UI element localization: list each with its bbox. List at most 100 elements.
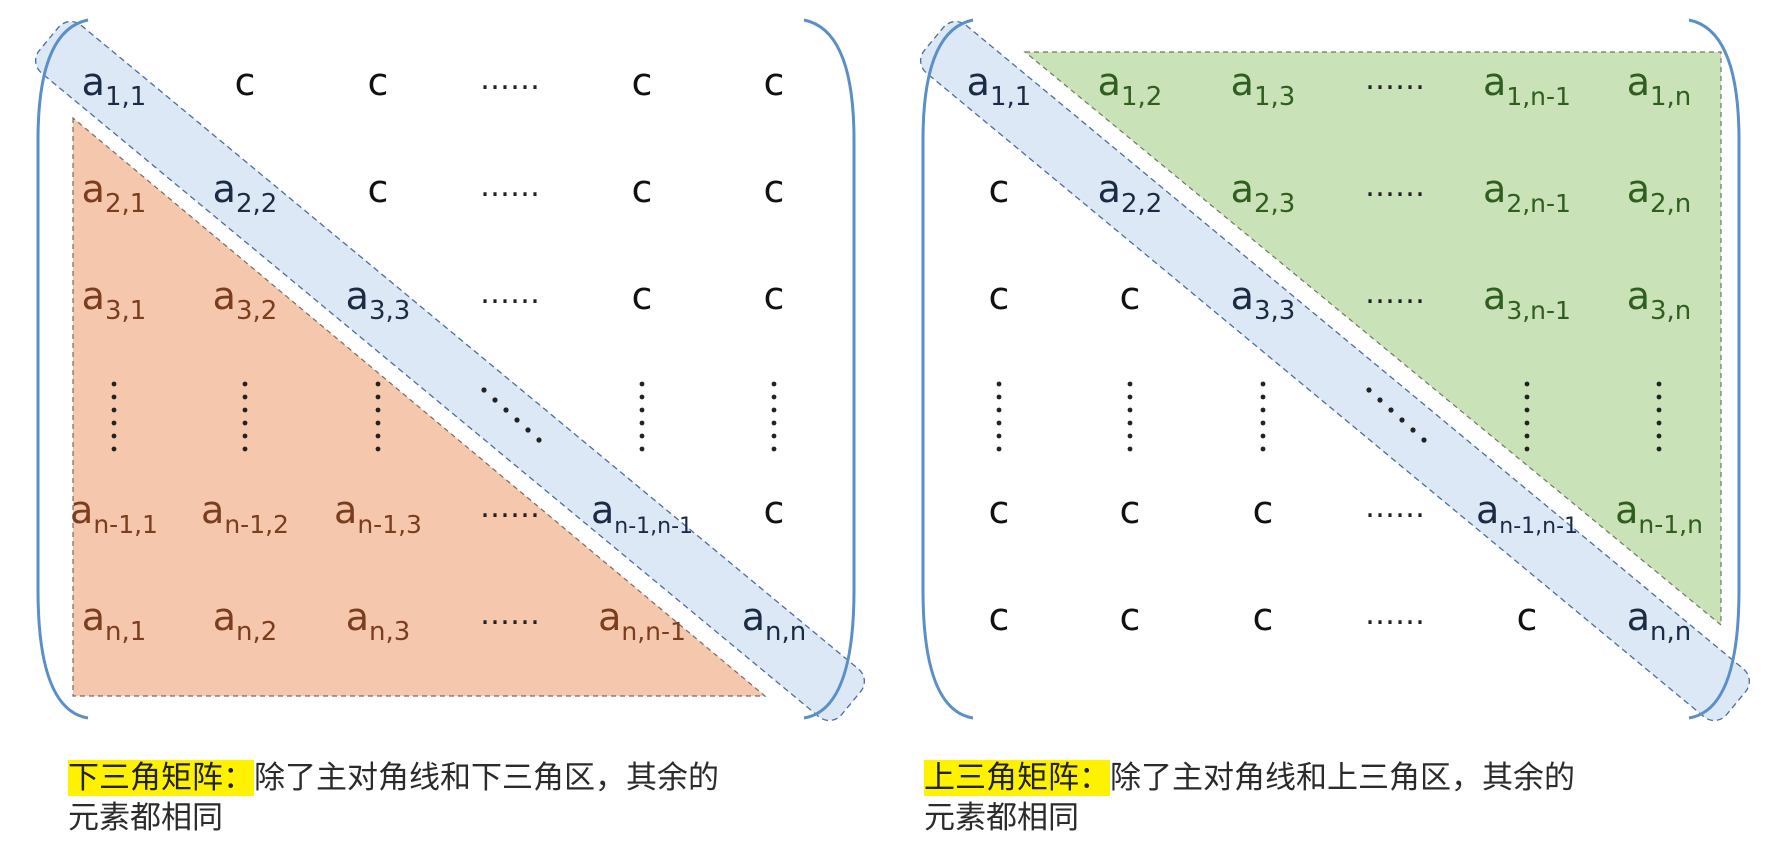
lower-caption-highlight: 下三角矩阵：: [68, 760, 254, 796]
triangle-element: a3,1: [82, 274, 147, 326]
triangle-element: an,3: [346, 595, 411, 647]
vertical-dot: [1524, 381, 1530, 387]
triangle-element: an-1,3: [334, 488, 422, 539]
diagonal-element: a1,1: [967, 60, 1032, 112]
vertical-dot: [1524, 420, 1530, 426]
vertical-dot: [996, 446, 1002, 452]
triangle-element: a2,n: [1627, 167, 1692, 219]
horizontal-dots: ……: [480, 62, 540, 97]
vertical-dot: [111, 407, 117, 413]
vertical-dot: [996, 407, 1002, 413]
triangle-element: a3,2: [213, 274, 278, 326]
diagonal-dot: [481, 387, 487, 393]
upper-caption: 上三角矩阵：除了主对角线和上三角区，其余的 元素都相同: [924, 758, 1575, 838]
diagonal-dot: [1377, 397, 1383, 403]
vertical-dot: [242, 446, 248, 452]
upper-triangle-region: [1023, 51, 1722, 627]
vertical-dot: [375, 446, 381, 452]
horizontal-dots: ……: [1365, 276, 1425, 311]
constant-element: c: [989, 595, 1010, 639]
vertical-dot: [1656, 446, 1662, 452]
horizontal-dots: ……: [1365, 169, 1425, 204]
vertical-dot: [111, 381, 117, 387]
triangle-element: a2,n-1: [1483, 167, 1571, 218]
vertical-dot: [242, 433, 248, 439]
lower-caption: 下三角矩阵：除了主对角线和下三角区，其余的 元素都相同: [68, 758, 719, 838]
constant-element: c: [1253, 595, 1274, 639]
horizontal-dots: ……: [480, 169, 540, 204]
vertical-dot: [1524, 446, 1530, 452]
triangle-element: an,n-1: [598, 595, 686, 646]
constant-element: c: [764, 274, 785, 318]
constant-element: c: [1253, 488, 1274, 532]
vertical-dot: [1656, 433, 1662, 439]
right-bracket: [803, 18, 856, 720]
horizontal-dots: ……: [1365, 597, 1425, 632]
lower-caption-line1: 除了主对角线和下三角区，其余的: [254, 760, 719, 796]
horizontal-dots: ……: [480, 597, 540, 632]
vertical-dot: [1656, 381, 1662, 387]
diagonal-dot: [1388, 407, 1394, 413]
vertical-dot: [1260, 381, 1266, 387]
triangle-element: an,2: [213, 595, 278, 647]
vertical-dot: [1127, 433, 1133, 439]
right-bracket: [1688, 18, 1741, 720]
vertical-dot: [1260, 420, 1266, 426]
constant-element: c: [989, 167, 1010, 211]
vertical-dot: [996, 420, 1002, 426]
vertical-dot: [1260, 394, 1266, 400]
horizontal-dots: ……: [480, 490, 540, 525]
vertical-dot: [1260, 433, 1266, 439]
main-diagonal-band: [920, 20, 1750, 722]
diagonal-element: a3,3: [346, 274, 411, 326]
horizontal-dots: ……: [1365, 62, 1425, 97]
diagonal-element: a2,2: [1098, 167, 1163, 219]
triangle-element: an,1: [82, 595, 147, 647]
vertical-dot: [996, 394, 1002, 400]
vertical-dot: [639, 446, 645, 452]
constant-element: c: [632, 274, 653, 318]
vertical-dot: [242, 394, 248, 400]
horizontal-dots: ……: [480, 276, 540, 311]
constant-element: c: [764, 60, 785, 104]
upper-caption-line1: 除了主对角线和上三角区，其余的: [1110, 760, 1575, 796]
left-bracket: [921, 18, 974, 720]
triangle-element: a3,n: [1627, 274, 1692, 326]
vertical-dot: [111, 433, 117, 439]
vertical-dot: [375, 433, 381, 439]
diagonal-element: an,n: [742, 595, 807, 647]
vertical-dot: [111, 394, 117, 400]
vertical-dot: [771, 433, 777, 439]
upper-caption-line2: 元素都相同: [924, 800, 1079, 836]
vertical-dot: [375, 420, 381, 426]
constant-element: c: [1120, 488, 1141, 532]
vertical-dot: [375, 394, 381, 400]
vertical-dot: [1656, 420, 1662, 426]
triangle-element: an-1,n: [1615, 488, 1703, 539]
triangle-element: an-1,2: [201, 488, 289, 539]
vertical-dot: [242, 407, 248, 413]
vertical-dot: [771, 381, 777, 387]
diagonal-element: a2,2: [213, 167, 278, 219]
constant-element: c: [989, 488, 1010, 532]
vertical-dot: [1656, 407, 1662, 413]
vertical-dot: [639, 394, 645, 400]
constant-element: c: [368, 167, 389, 211]
vertical-dot: [771, 446, 777, 452]
diagonal-dot: [1410, 427, 1416, 433]
constant-element: c: [368, 60, 389, 104]
vertical-dot: [242, 420, 248, 426]
vertical-dot: [375, 381, 381, 387]
constant-element: c: [632, 167, 653, 211]
vertical-dot: [771, 394, 777, 400]
constant-element: c: [1517, 595, 1538, 639]
vertical-dot: [771, 420, 777, 426]
vertical-dot: [771, 407, 777, 413]
triangle-element: a2,3: [1231, 167, 1296, 219]
triangle-element: a1,n: [1627, 60, 1692, 112]
vertical-dot: [1127, 394, 1133, 400]
vertical-dot: [1524, 407, 1530, 413]
